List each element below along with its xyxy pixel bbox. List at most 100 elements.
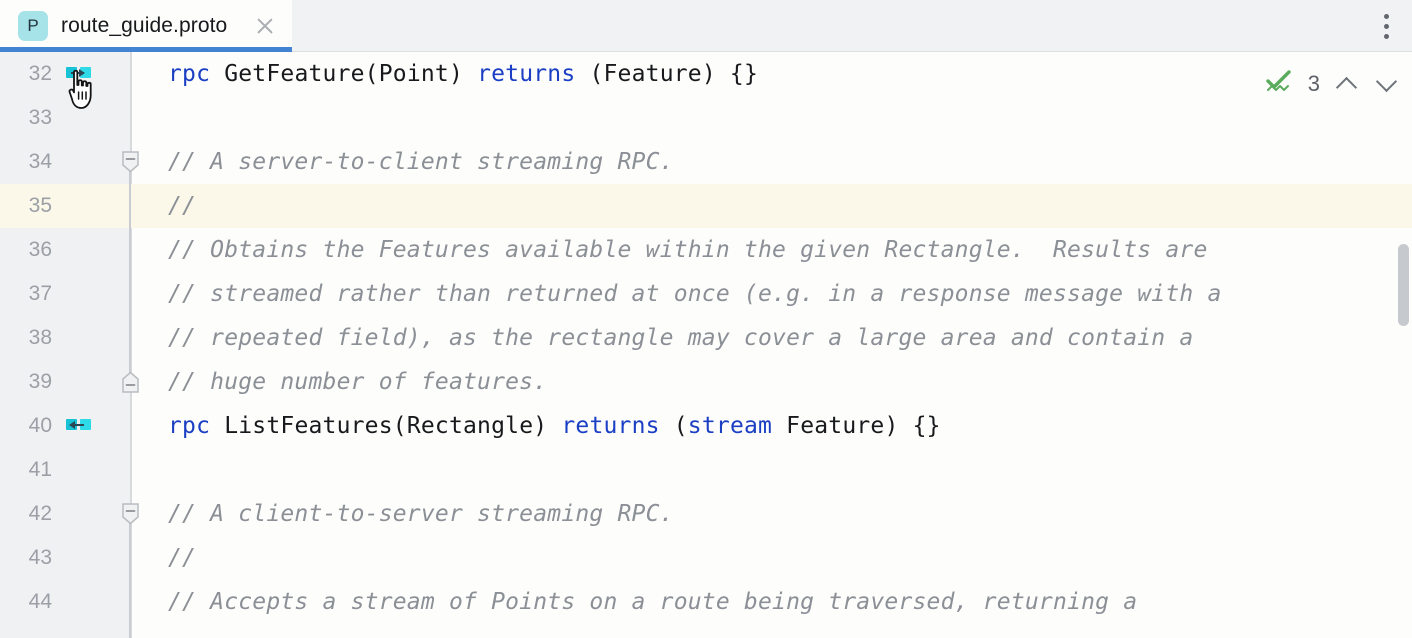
code-line[interactable]: 38 // repeated field), as the rectangle m… [0, 316, 1412, 360]
gutter-icon-slot[interactable] [58, 184, 126, 228]
close-icon[interactable] [254, 15, 276, 37]
code-token-cmt: // A server-to-client streaming RPC. [168, 149, 674, 175]
tab-bar-divider [292, 51, 1412, 52]
vertical-scrollbar[interactable] [1396, 52, 1412, 638]
code-text[interactable]: // [126, 184, 1412, 228]
gutter-icon-slot[interactable] [58, 316, 126, 360]
fold-region-rail[interactable] [129, 514, 131, 638]
line-number: 37 [28, 282, 52, 305]
code-token-cmt: // streamed rather than returned at once… [168, 281, 1222, 307]
code-line[interactable]: 35 // [0, 184, 1412, 228]
code-token-plain: ListFeatures(Rectangle) [210, 413, 562, 439]
code-line[interactable]: 42 // A client-to-server streaming RPC. [0, 492, 1412, 536]
line-number: 36 [28, 238, 52, 261]
rpc-icon-link [71, 424, 84, 426]
rpc-server-streaming-icon[interactable] [66, 416, 91, 434]
rpc-icon-node [80, 419, 91, 430]
line-number: 43 [28, 546, 52, 569]
editor-gutter[interactable] [0, 52, 130, 638]
gutter-icon-slot[interactable] [58, 580, 126, 624]
code-token-cmt: // Accepts a stream of Points on a route… [168, 589, 1138, 615]
rpc-unary-icon[interactable] [66, 64, 91, 82]
tab-title: route_guide.proto [61, 14, 228, 37]
code-token-plain: (Feature) {} [575, 61, 759, 87]
code-line[interactable]: 33 [0, 96, 1412, 140]
line-number: 32 [28, 62, 52, 85]
code-text[interactable]: // repeated field), as the rectangle may… [126, 316, 1412, 360]
gutter-icon-slot[interactable] [58, 404, 126, 448]
gutter-icon-slot[interactable] [58, 140, 126, 184]
code-text[interactable]: // A server-to-client streaming RPC. [126, 140, 1412, 184]
code-line[interactable]: 44 // Accepts a stream of Points on a rou… [0, 580, 1412, 624]
more-vertical-icon[interactable] [1360, 0, 1412, 52]
fold-collapse-icon[interactable] [121, 503, 140, 525]
fold-collapse-icon[interactable] [121, 151, 140, 173]
code-token-plain: Feature) {} [772, 413, 941, 439]
kebab-dot [1383, 23, 1389, 29]
code-editor-area[interactable]: 32 rpc GetFeature(Point) returns (Feature… [0, 52, 1412, 638]
gutter-icon-slot[interactable] [58, 272, 126, 316]
gutter-icon-slot[interactable] [58, 96, 126, 140]
code-text[interactable]: rpc ListFeatures(Rectangle) returns (str… [126, 404, 1412, 448]
code-token-cmt: // repeated field), as the rectangle may… [168, 325, 1194, 351]
line-number: 41 [28, 458, 52, 481]
gutter-icon-slot[interactable] [58, 52, 126, 109]
gutter-icon-slot[interactable] [58, 492, 126, 536]
fold-region-rail[interactable] [129, 162, 131, 382]
line-number: 38 [28, 326, 52, 349]
code-line[interactable]: 43 // [0, 536, 1412, 580]
tab-route-guide-proto[interactable]: P route_guide.proto [0, 0, 292, 52]
code-text[interactable]: // Obtains the Features available within… [126, 228, 1412, 272]
gutter-icon-slot[interactable] [58, 448, 126, 492]
code-token-kw: returns [561, 413, 660, 439]
code-token-kw: stream [687, 413, 773, 439]
rpc-icon-arrow [79, 68, 85, 77]
line-number: 40 [28, 414, 52, 437]
code-line[interactable]: 39 // huge number of features. [0, 360, 1412, 404]
code-line[interactable]: 41 [0, 448, 1412, 492]
code-line[interactable]: 40 rpc ListFeatures(Rectangle) returns (s… [0, 404, 1412, 448]
code-token-cmt: // [168, 545, 197, 571]
kebab-dot [1383, 33, 1389, 39]
line-number: 34 [28, 150, 52, 173]
code-line[interactable]: 32 rpc GetFeature(Point) returns (Feature… [0, 52, 1412, 109]
gutter-icon-slot[interactable] [58, 360, 126, 404]
code-text[interactable]: // huge number of features. [126, 360, 1412, 404]
code-token-cmt: // A client-to-server streaming RPC. [168, 501, 674, 527]
code-token-kw: rpc [168, 413, 211, 439]
inspection-ok-icon [1264, 67, 1294, 102]
code-token-plain: GetFeature(Point) [210, 61, 478, 87]
gutter-icon-slot[interactable] [58, 536, 126, 580]
code-line[interactable]: 34 // A server-to-client streaming RPC. [0, 140, 1412, 184]
code-text[interactable]: // A client-to-server streaming RPC. [126, 492, 1412, 536]
code-token-cmt: // [168, 193, 197, 219]
inspection-widget[interactable]: 3 [1264, 62, 1400, 106]
code-token-kw: rpc [168, 61, 211, 87]
inspection-count: 3 [1307, 71, 1320, 96]
active-tab-underline [0, 47, 292, 52]
code-lines: 32 rpc GetFeature(Point) returns (Feature… [0, 52, 1412, 624]
code-text[interactable]: rpc GetFeature(Point) returns (Feature) … [126, 52, 1412, 96]
code-line[interactable]: 37 // streamed rather than returned at on… [0, 272, 1412, 316]
scrollbar-thumb[interactable] [1398, 244, 1409, 326]
line-number: 33 [28, 106, 52, 129]
proto-file-badge-icon: P [18, 11, 48, 41]
code-token-cmt: // huge number of features. [168, 369, 548, 395]
gutter-icon-slot[interactable] [58, 228, 126, 272]
code-text[interactable]: // [126, 536, 1412, 580]
line-number: 42 [28, 502, 52, 525]
code-text[interactable]: // Accepts a stream of Points on a route… [126, 580, 1412, 624]
line-number: 35 [28, 194, 52, 217]
code-token-kw: returns [477, 61, 576, 87]
code-line[interactable]: 36 // Obtains the Features available with… [0, 228, 1412, 272]
line-number: 44 [28, 590, 52, 613]
rpc-icon-arrow [69, 420, 75, 429]
kebab-dot [1383, 13, 1389, 19]
chevron-up-icon[interactable] [1334, 71, 1360, 97]
gutter-separator [130, 52, 132, 638]
line-number: 39 [28, 370, 52, 393]
fold-end-icon[interactable] [121, 371, 140, 393]
editor-tab-bar: P route_guide.proto [0, 0, 1412, 52]
code-text[interactable]: // streamed rather than returned at once… [126, 272, 1412, 316]
